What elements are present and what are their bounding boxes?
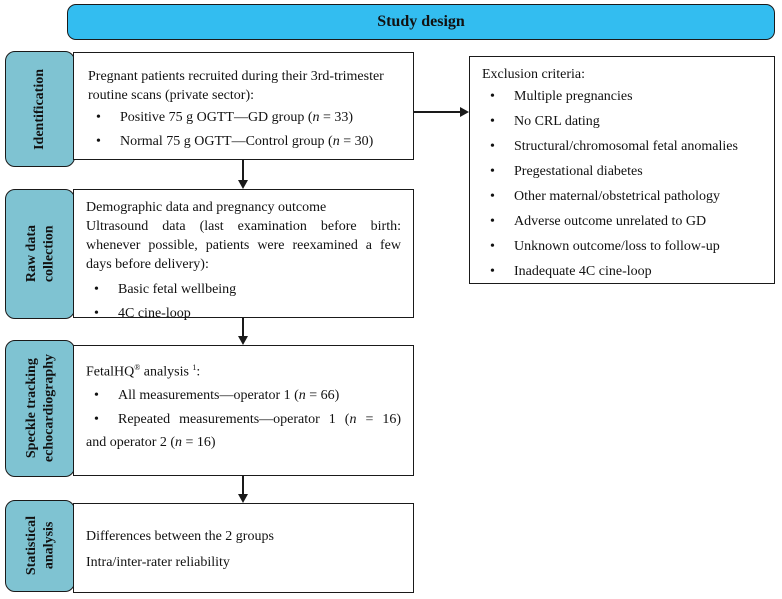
stage-identification: Identification	[5, 51, 75, 167]
arrow-to-exclusion-head	[460, 107, 469, 117]
stage-statistical-label: Statistical analysis	[23, 516, 57, 576]
raw-data-line2: Ultrasound data (last examination before…	[86, 218, 401, 272]
stage-statistical-analysis: Statistical analysis	[5, 500, 75, 592]
statistical-analysis-box: Differences between the 2 groups Intra/i…	[73, 503, 414, 593]
list-item: Multiple pregnancies	[490, 88, 762, 107]
list-item: Unknown outcome/loss to follow-up	[490, 238, 762, 257]
stage-speckle-tracking: Speckle tracking echocardiography	[5, 340, 75, 477]
arrow-speckle-to-statistical-head	[238, 494, 248, 503]
list-item: 4C cine-loop	[94, 305, 401, 324]
raw-data-line1: Demographic data and pregnancy outcome	[86, 200, 327, 215]
exclusion-criteria-box: Exclusion criteria: Multiple pregnancies…	[469, 56, 775, 284]
title-text: Study design	[377, 13, 465, 30]
list-item: No CRL dating	[490, 113, 762, 132]
statistical-line1: Differences between the 2 groups	[86, 529, 274, 544]
list-item: Pregestational diabetes	[490, 163, 762, 182]
stage-raw-data-label: Raw data collection	[23, 225, 57, 283]
statistical-line2: Intra/inter-rater reliability	[86, 554, 230, 570]
list-item: Structural/chromosomal fetal anomalies	[490, 138, 762, 157]
list-item: Positive 75 g OGTT—GD group (n = 33)	[96, 109, 399, 128]
list-item: Inadequate 4C cine-loop	[490, 263, 762, 282]
stage-identification-label: Identification	[32, 68, 48, 150]
arrow-identification-to-raw-head	[238, 180, 248, 189]
list-item: Normal 75 g OGTT—Control group (n = 30)	[96, 133, 399, 152]
stage-speckle-label: Speckle tracking echocardiography	[23, 354, 57, 463]
identification-intro: Pregnant patients recruited during their…	[88, 69, 384, 103]
raw-data-box: Demographic data and pregnancy outcome U…	[73, 189, 414, 324]
arrow-raw-to-speckle-line	[242, 318, 244, 336]
speckle-intro: FetalHQ® analysis 1:	[86, 363, 201, 380]
identification-box: Pregnant patients recruited during their…	[73, 52, 414, 160]
list-item: Other maternal/obstetrical pathology	[490, 188, 762, 207]
study-design-title: Study design	[67, 4, 775, 40]
list-item: All measurements—operator 1 (n = 66)	[94, 387, 401, 406]
list-item: Adverse outcome unrelated to GD	[490, 213, 762, 232]
stage-raw-data-collection: Raw data collection	[5, 189, 75, 319]
list-item: Repeated measurements—operator 1 (n = 16…	[94, 411, 401, 430]
speckle-continuation: and operator 2 (n = 16)	[86, 435, 216, 451]
arrow-identification-to-raw-line	[242, 160, 244, 180]
exclusion-heading: Exclusion criteria:	[482, 67, 586, 82]
arrow-to-exclusion-line	[414, 111, 460, 113]
list-item: Basic fetal wellbeing	[94, 281, 401, 300]
arrow-raw-to-speckle-head	[238, 336, 248, 345]
arrow-speckle-to-statistical-line	[242, 476, 244, 494]
speckle-tracking-box: FetalHQ® analysis 1: All measurements—op…	[73, 345, 414, 476]
